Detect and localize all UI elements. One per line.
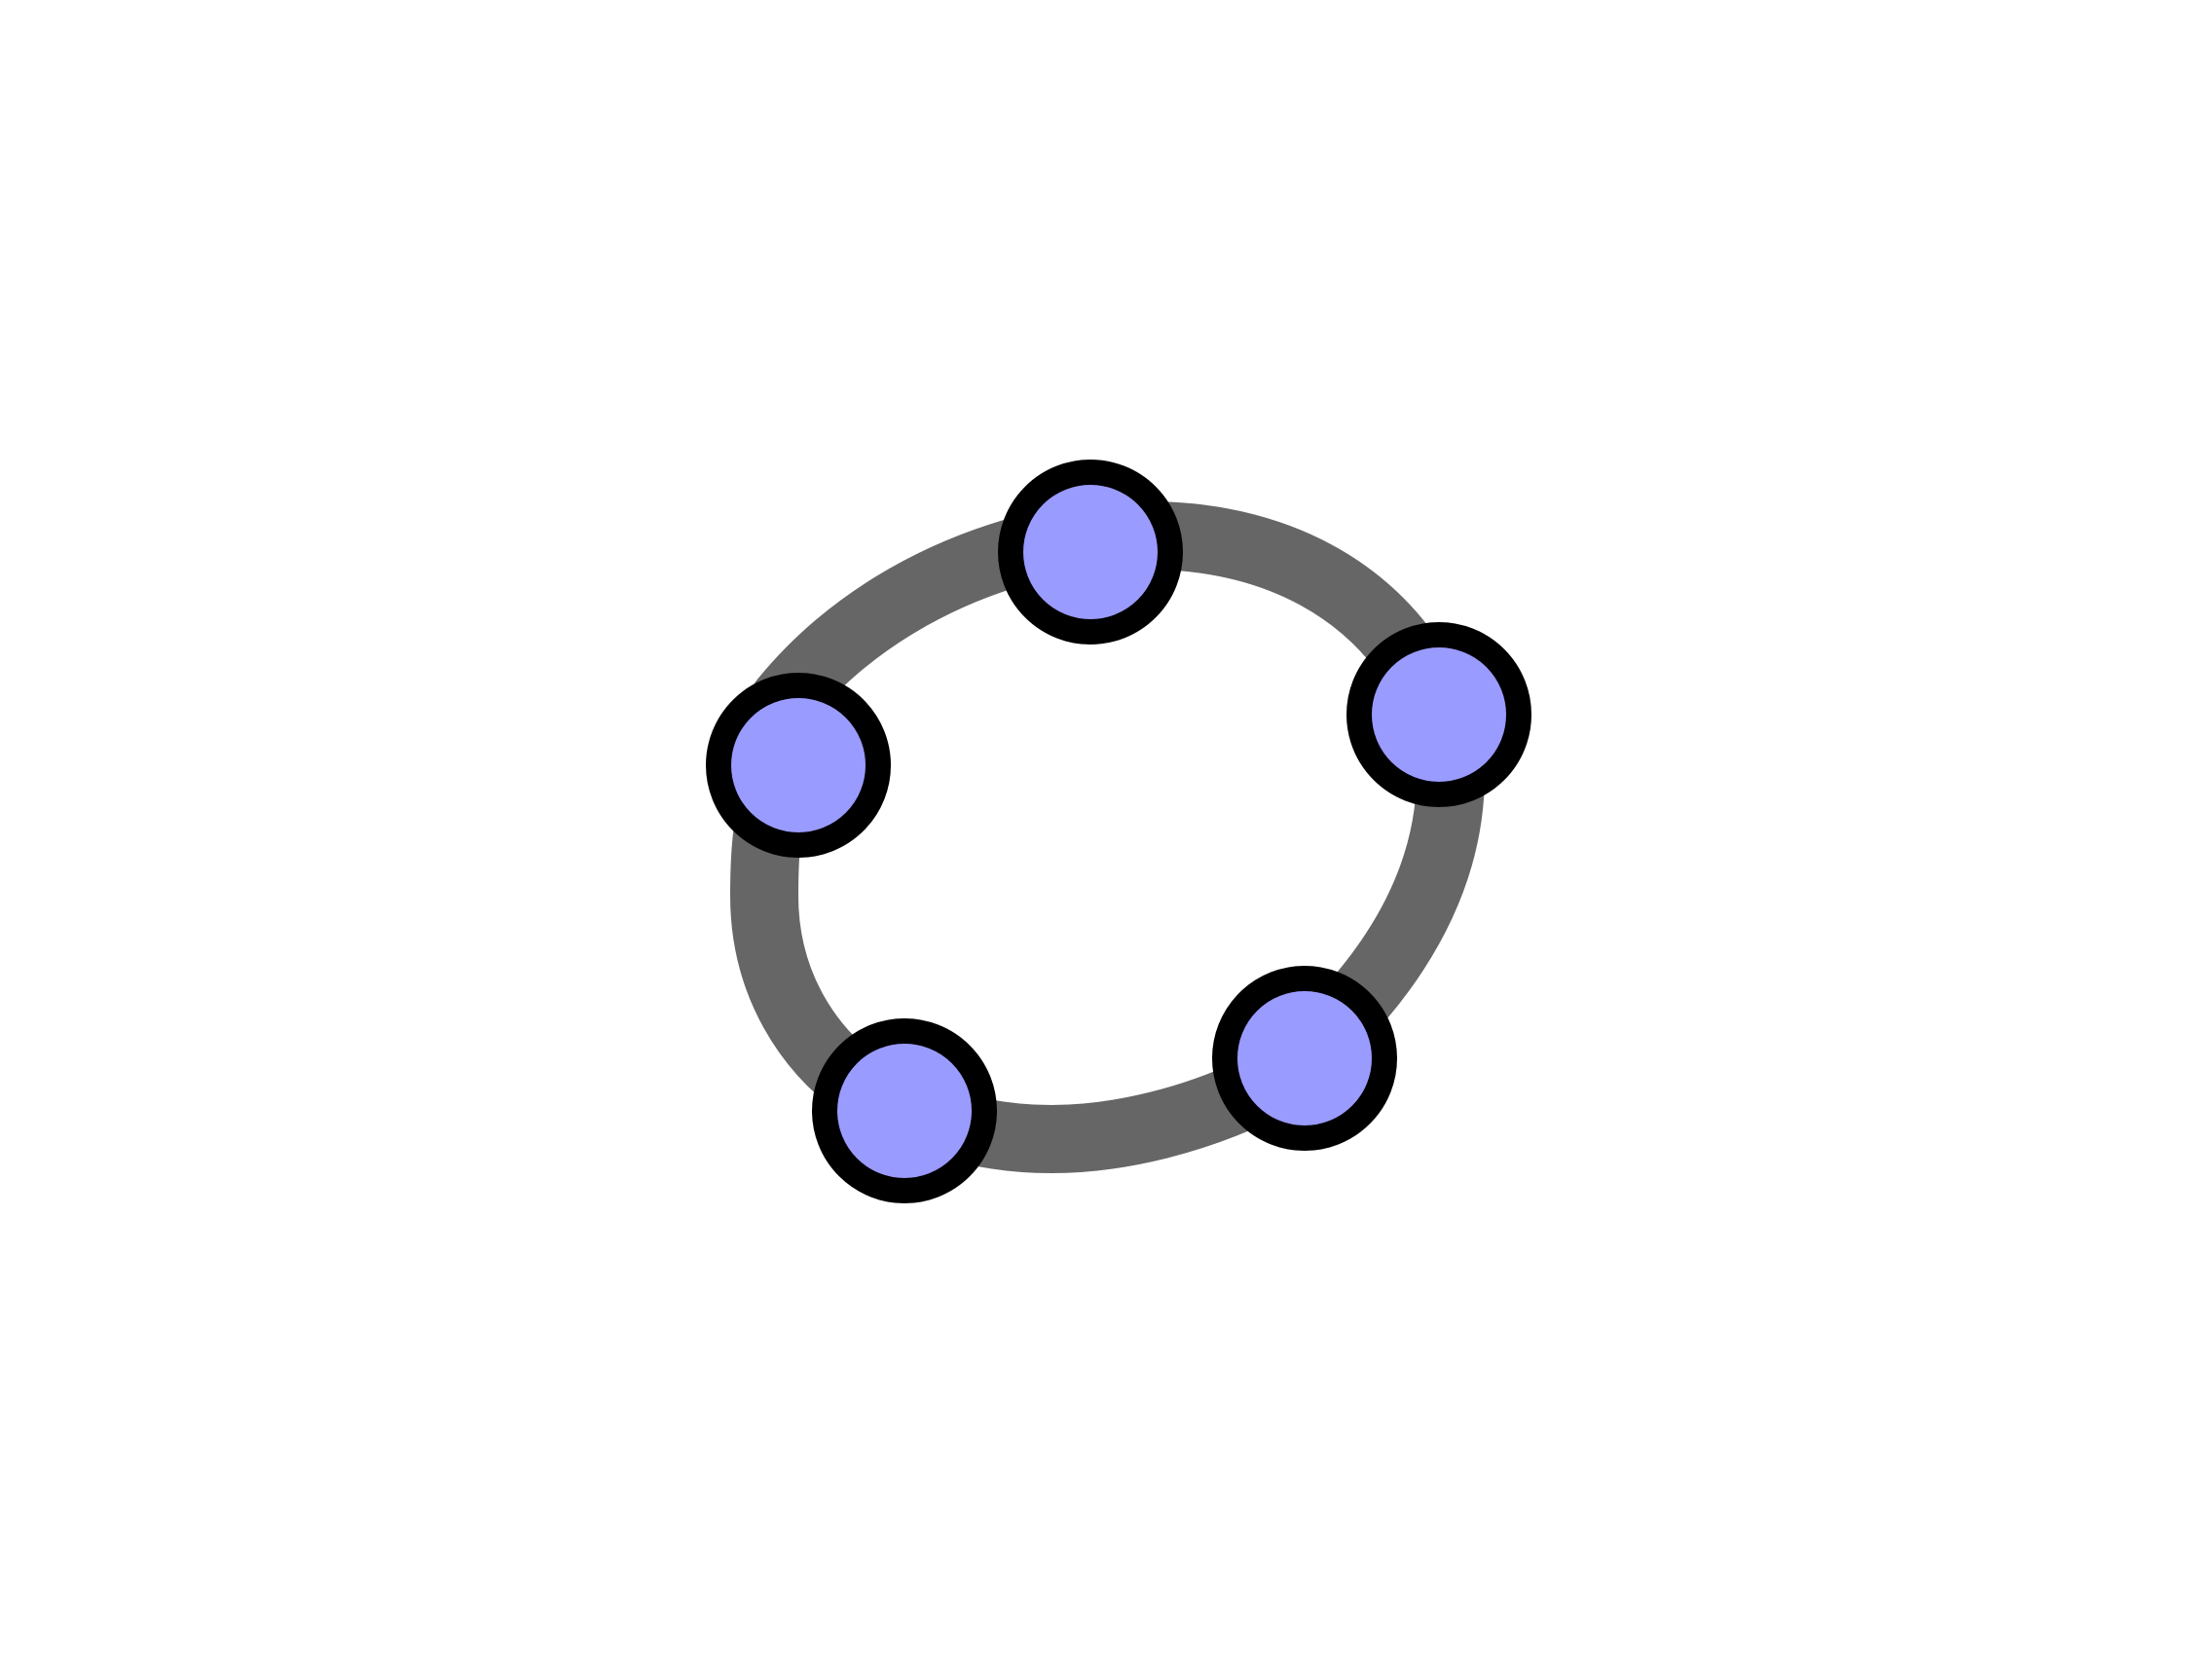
- point-3: [1346, 622, 1531, 807]
- geogebra-logo-icon: [706, 460, 1531, 1203]
- point-5: [812, 1018, 997, 1203]
- point-4: [1212, 966, 1397, 1151]
- point-1: [998, 460, 1183, 645]
- point-2: [706, 673, 891, 858]
